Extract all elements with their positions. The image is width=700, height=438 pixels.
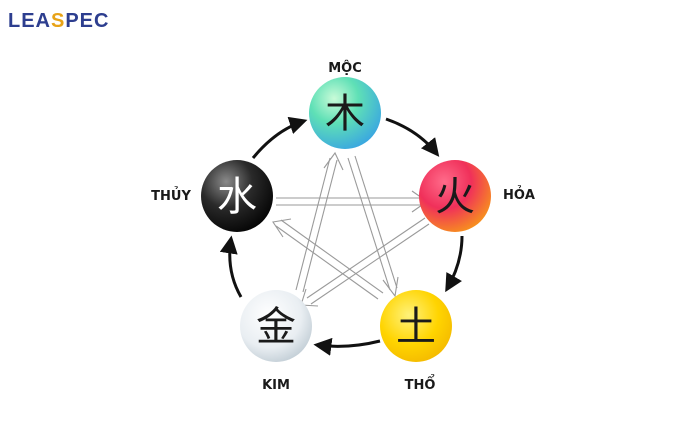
element-glyph-thuy: 水 (217, 174, 257, 220)
logo-prefix: LEA (8, 10, 51, 32)
element-circle-tho (380, 290, 452, 362)
element-label-kim: KIM (262, 378, 290, 393)
arrow-moc-to-tho (347, 155, 399, 298)
element-node-moc: 木 MỘC (309, 60, 381, 149)
element-node-hoa: 火 HỎA (419, 160, 535, 232)
arrow-thuy-to-moc (251, 116, 308, 159)
element-glyph-moc: 木 (325, 91, 365, 137)
element-label-hoa: HỎA (503, 186, 535, 203)
element-node-kim: 金 KIM (240, 290, 312, 393)
element-circle-kim (240, 290, 312, 362)
cycle-arrows (219, 116, 464, 356)
element-label-thuy: THỦY (151, 187, 191, 204)
arrow-tho-to-kim (313, 337, 381, 356)
arrow-tho-to-thuy (272, 218, 384, 300)
element-glyph-tho: 土 (396, 304, 436, 350)
brand-logo: LEASPEC (8, 10, 109, 33)
element-circle-hoa (419, 160, 491, 232)
element-glyph-hoa: 火 (435, 174, 475, 220)
element-node-tho: 土 THỔ (380, 290, 452, 393)
arrow-thuy-to-hoa (276, 190, 428, 213)
element-label-moc: MỘC (328, 60, 362, 76)
element-circle-thuy (201, 160, 273, 232)
arrow-hoa-to-tho (445, 235, 464, 293)
logo-accent: S (51, 10, 66, 32)
arrow-moc-to-hoa (385, 117, 440, 157)
element-node-thuy: 水 THỦY (151, 160, 273, 232)
element-glyph-kim: 金 (256, 304, 296, 350)
element-label-tho: THỔ (405, 375, 436, 393)
logo-suffix: PEC (65, 10, 110, 32)
control-arrows (272, 151, 430, 307)
arrow-kim-to-thuy (219, 235, 243, 298)
arrow-kim-to-moc (295, 151, 344, 293)
element-circle-moc (309, 77, 381, 149)
